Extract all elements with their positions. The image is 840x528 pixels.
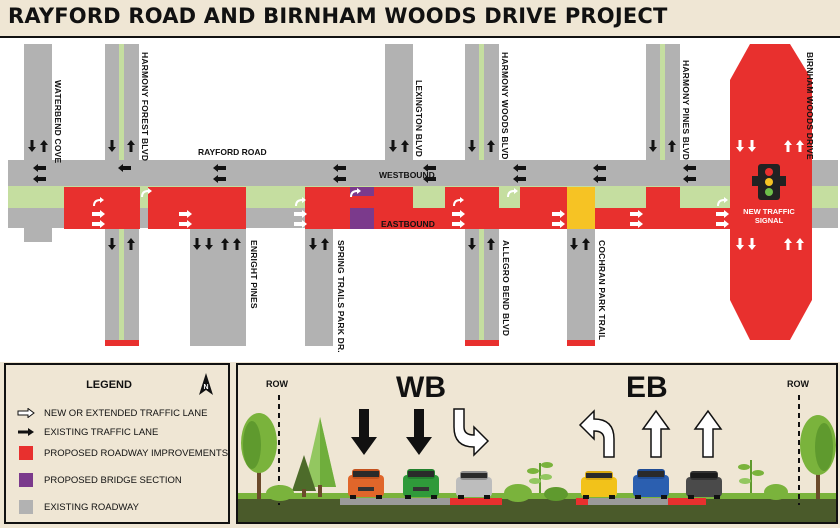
legend-title: LEGEND — [86, 379, 132, 391]
tree-icon — [800, 415, 836, 499]
page-title: RAYFORD ROAD AND BIRNHAM WOODS DRIVE PRO… — [8, 4, 668, 28]
proposed-swatch — [19, 446, 33, 460]
street-label-enright-pines: ENRIGHT PINES — [249, 240, 259, 309]
street-label-cochran-park-trail: COCHRAN PARK TRAIL — [597, 240, 607, 341]
car-icon-yellow — [581, 471, 617, 499]
north-arrow-icon: N — [199, 373, 213, 395]
cross-section: WB EB ROW ROW — [236, 363, 838, 524]
svg-text:N: N — [203, 384, 208, 391]
eb-left-turn-arrow-icon — [578, 409, 615, 458]
car-icon-blue — [633, 469, 669, 499]
street-label-harmony-forest-blvd: HARMONY FOREST BLVD — [140, 52, 150, 162]
legend-item-new-lane: NEW OR EXTENDED TRAFFIC LANE — [16, 405, 207, 421]
car-icon-dark — [686, 471, 722, 499]
eb-label: EB — [626, 371, 668, 404]
westbound-roadway — [8, 160, 838, 186]
street-label-waterbend-cove: WATERBEND COVE — [53, 80, 63, 164]
street-label-lexington-blvd: LEXINGTON BLVD — [414, 80, 424, 158]
legend-item-bridge: PROPOSED BRIDGE SECTION — [16, 472, 182, 488]
existing-swatch — [19, 500, 33, 514]
eb-up-arrow-icon — [641, 409, 671, 458]
legend-item-existing-lane: EXISTING TRAFFIC LANE — [16, 424, 158, 440]
car-icon-silver — [456, 471, 492, 499]
wb-right-turn-arrow-icon — [453, 408, 490, 457]
car-icon-green — [403, 469, 439, 499]
car-icon-orange — [348, 469, 384, 499]
eb-up-arrow-icon — [693, 409, 723, 458]
outline-arrow-icon — [17, 408, 35, 418]
row-label-left: ROW — [266, 379, 288, 389]
title-bar: RAYFORD ROAD AND BIRNHAM WOODS DRIVE PRO… — [0, 0, 840, 38]
street-label-allegro-bend-blvd: ALLEGRO BEND BLVD — [501, 240, 511, 337]
wb-down-arrow-icon — [406, 409, 432, 455]
street-label-spring-trails-park-dr: SPRING TRAILS PARK DR. — [336, 240, 346, 353]
arrow-icon — [18, 428, 34, 436]
westbound-label: WESTBOUND — [379, 170, 435, 180]
pine-tree-icon — [292, 455, 316, 497]
cross-section-illustration — [238, 395, 836, 522]
bridge-swatch — [19, 473, 33, 487]
legend-item-proposed: PROPOSED ROADWAY IMPROVEMENTS — [16, 445, 228, 461]
street-label-harmony-pines-blvd: HARMONY PINES BLVD — [681, 60, 691, 161]
row-label-right: ROW — [787, 379, 809, 389]
plant-icon — [738, 460, 764, 493]
bridge-section — [350, 208, 374, 229]
wb-label: WB — [396, 371, 446, 404]
rayford-road-label: RAYFORD ROAD — [198, 147, 267, 157]
legend-item-existing-roadway: EXISTING ROADWAY — [16, 499, 139, 515]
wb-down-arrow-icon — [351, 409, 377, 455]
cochran-intersection — [567, 187, 595, 229]
proposed-improvements — [64, 44, 812, 340]
street-label-harmony-woods-blvd: HARMONY WOODS BLVD — [500, 52, 510, 160]
tree-icon — [241, 413, 277, 499]
traffic-signal-icon — [752, 164, 786, 200]
pine-tree-icon — [304, 417, 336, 497]
street-label-birnham-woods-drive: BIRNHAM WOODS DRIVE — [805, 52, 815, 160]
eastbound-label: EASTBOUND — [381, 219, 435, 229]
legend: LEGEND N NEW OR EXTENDED TRAFFIC LANE EX… — [4, 363, 230, 524]
plant-icon — [527, 462, 553, 493]
